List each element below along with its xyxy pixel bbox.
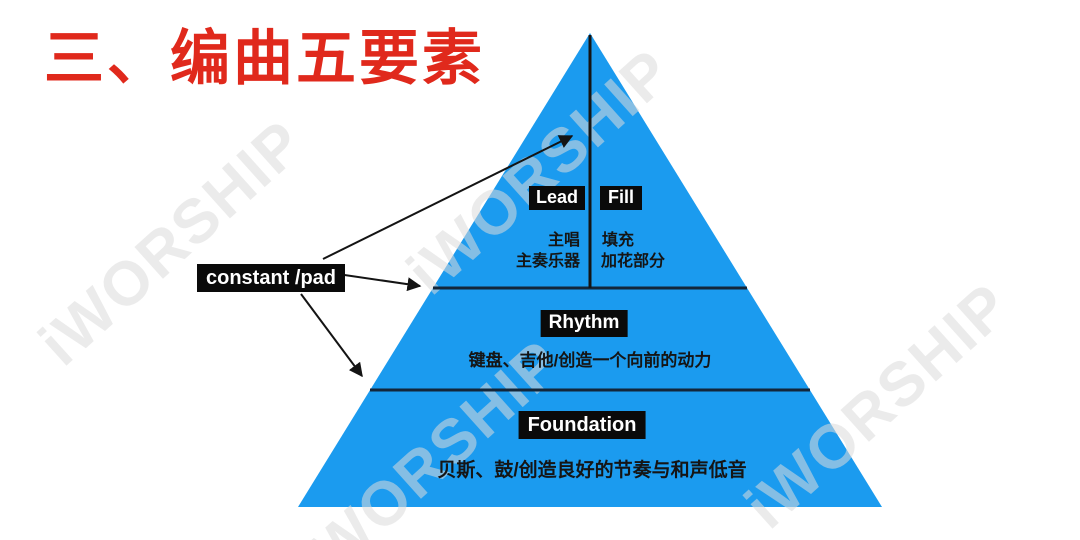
constant-pad-label-chip: constant /pad [197, 264, 346, 292]
fill-label-chip: Fill [600, 186, 642, 210]
rhythm-label-chip: Rhythm [540, 310, 628, 337]
foundation-desc: 贝斯、鼓/创造良好的节奏与和声低音 [437, 460, 747, 481]
slide-title: 三、编曲五要素 [44, 25, 485, 92]
fill-desc-line-2: 加花部分 [601, 253, 666, 270]
foundation-label-chip: Foundation [518, 411, 646, 439]
arrow-to-apex [322, 135, 574, 260]
lead-desc-line-2: 主奏乐器 [515, 253, 580, 270]
lead-label-chip: Lead [528, 186, 586, 210]
rhythm-desc: 键盘、吉他/创造一个向前的动力 [468, 351, 712, 370]
lead-desc-line-1: 主唱 [547, 232, 580, 249]
arrow-to-bottom-divider [300, 293, 363, 378]
fill-desc-line-1: 填充 [602, 232, 635, 249]
